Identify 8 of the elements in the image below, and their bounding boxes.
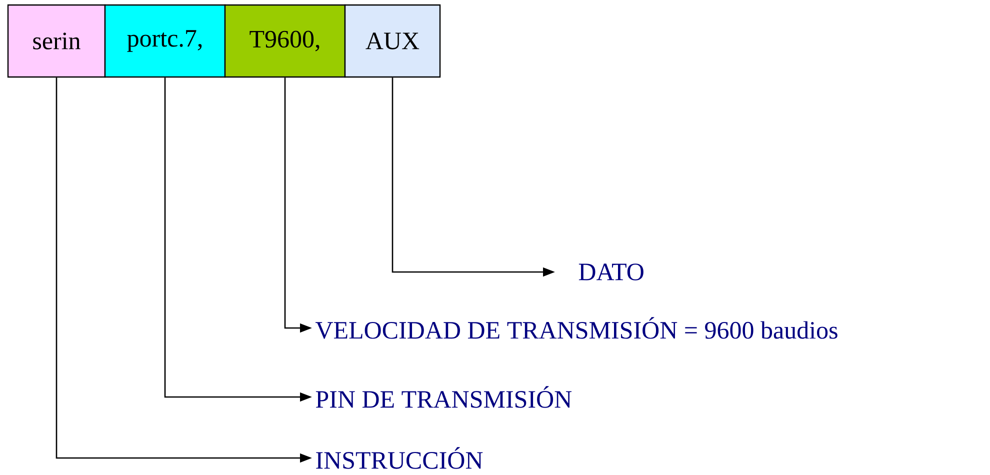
description-label: INSTRUCCIÓN bbox=[316, 447, 483, 469]
code-box: AUX bbox=[344, 4, 441, 78]
description-label: DATO bbox=[578, 264, 644, 280]
code-box: serin bbox=[7, 4, 106, 78]
code-box: portc.7, bbox=[104, 4, 226, 78]
description-label: VELOCIDAD DE TRANSMISIÓN = 9600 baudios bbox=[316, 317, 838, 339]
description-label: PIN DE TRANSMISIÓN bbox=[316, 386, 572, 408]
code-box: T9600, bbox=[224, 4, 346, 78]
